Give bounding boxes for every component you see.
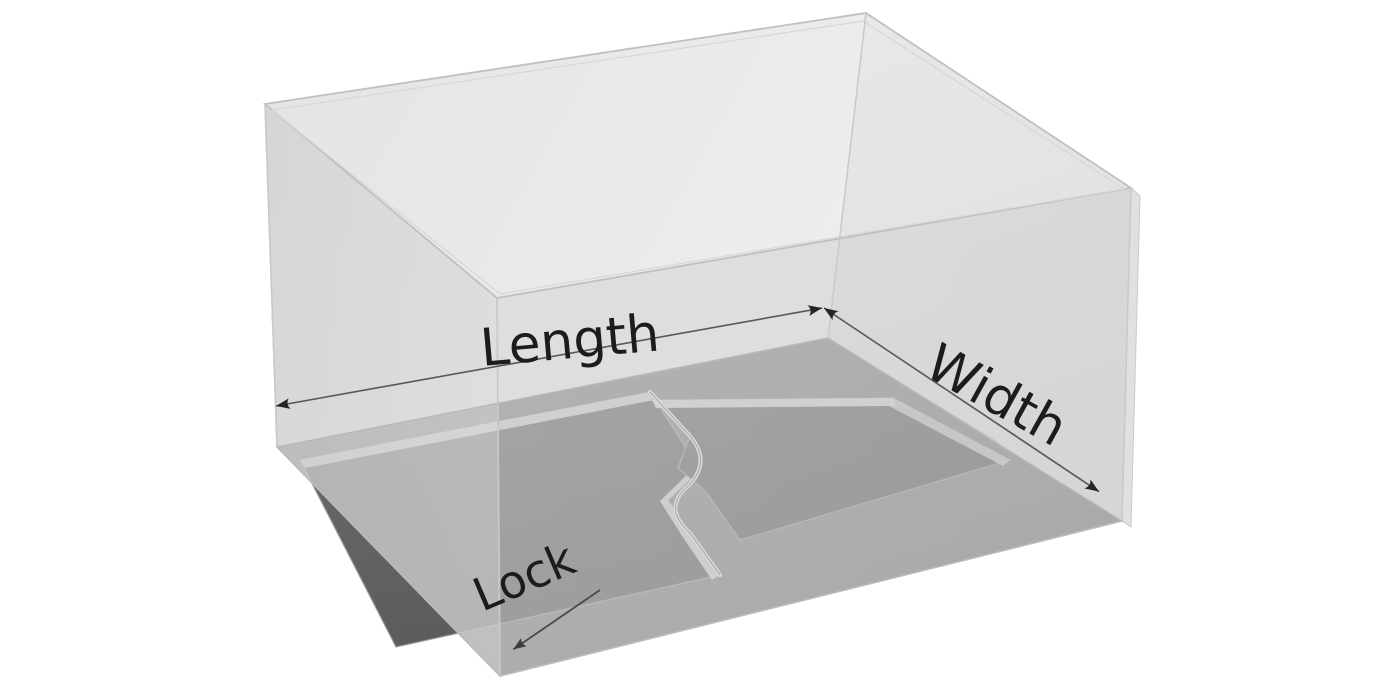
length-arrow <box>275 305 823 409</box>
box-top-rim-inner <box>270 20 1126 295</box>
box-body <box>262 12 1141 678</box>
width-arrow <box>823 307 1100 493</box>
lock-arrow <box>512 589 601 651</box>
